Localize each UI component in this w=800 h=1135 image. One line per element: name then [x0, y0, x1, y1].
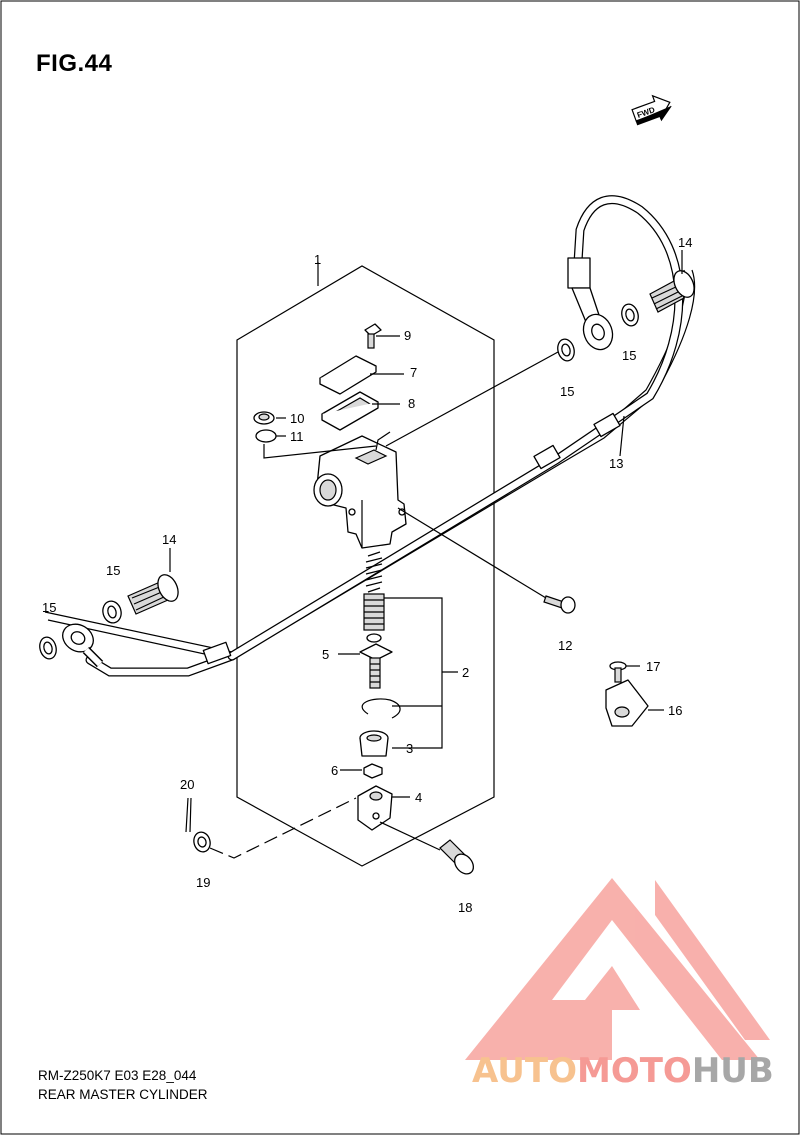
master-cylinder-body — [313, 431, 407, 549]
callout-10: 10 — [290, 411, 304, 426]
plate-10 — [253, 411, 275, 425]
washer-19 — [193, 831, 211, 853]
callout-18: 18 — [458, 900, 472, 915]
callout-9: 9 — [404, 328, 411, 343]
model-code: RM-Z250K7 E03 E28_044 — [38, 1068, 197, 1083]
callout-7: 7 — [410, 365, 417, 380]
callout-15-upper-right: 15 — [622, 348, 636, 363]
union-bolt-14-upper — [649, 270, 695, 313]
washer-15-d — [39, 636, 57, 660]
assembly-name: REAR MASTER CYLINDER — [38, 1087, 208, 1102]
clevis-4 — [357, 785, 393, 831]
callout-15-lower-left: 15 — [42, 600, 56, 615]
callout-11: 11 — [290, 429, 304, 444]
callout-labels: 1 2 3 4 5 6 7 8 9 10 11 12 13 14 14 15 1… — [42, 235, 692, 915]
watermark-logo-icon — [465, 878, 770, 1060]
clamp-16 — [605, 679, 649, 727]
union-bolt-14-lower — [127, 574, 179, 615]
watermark-part-auto: AUTO — [472, 1051, 577, 1091]
figure-title: FIG.44 — [36, 50, 113, 77]
watermark-brand: AUTOMOTOHUB — [472, 1051, 774, 1091]
diaphragm-8 — [321, 391, 379, 431]
cotter-pin-20 — [185, 797, 192, 833]
callout-12: 12 — [558, 638, 572, 653]
brake-hose-13 — [44, 195, 696, 677]
callout-14-lower: 14 — [162, 532, 176, 547]
boot-3 — [359, 730, 389, 757]
callout-1: 1 — [314, 252, 321, 267]
callout-6: 6 — [331, 763, 338, 778]
callout-17: 17 — [646, 659, 660, 674]
callout-15-upper-left: 15 — [560, 384, 574, 399]
callout-2: 2 — [462, 665, 469, 680]
washer-15-a — [557, 338, 575, 362]
spring — [365, 551, 383, 593]
callout-3: 3 — [406, 741, 413, 756]
reservoir-cap-7 — [319, 355, 377, 395]
push-rod-5 — [359, 643, 393, 689]
screw-9 — [364, 323, 382, 349]
callout-4: 4 — [415, 790, 422, 805]
fwd-arrow-icon: FWD — [631, 94, 672, 126]
assembly-outline — [236, 265, 495, 867]
leader-lines — [169, 250, 683, 859]
callout-13: 13 — [609, 456, 623, 471]
banjo-fitting-lower — [62, 623, 104, 668]
clevis-pin-18 — [439, 839, 475, 875]
watermark-part-moto: MOTO — [576, 1051, 692, 1091]
o-ring-11 — [255, 429, 277, 443]
bolt-12 — [543, 595, 576, 614]
circlip — [361, 698, 401, 719]
callout-19: 19 — [196, 875, 210, 890]
screw-17 — [609, 661, 627, 683]
callout-16: 16 — [668, 703, 682, 718]
piston — [363, 593, 385, 643]
callout-5: 5 — [322, 647, 329, 662]
nut-6 — [363, 763, 383, 779]
callout-20: 20 — [180, 777, 194, 792]
washer-15-b — [621, 303, 639, 327]
callout-15-lower-right: 15 — [106, 563, 120, 578]
washer-15-c — [102, 600, 122, 624]
callout-8: 8 — [408, 396, 415, 411]
callout-14-upper: 14 — [678, 235, 692, 250]
watermark-part-hub: HUB — [691, 1051, 774, 1091]
banjo-fitting-upper — [582, 313, 614, 351]
